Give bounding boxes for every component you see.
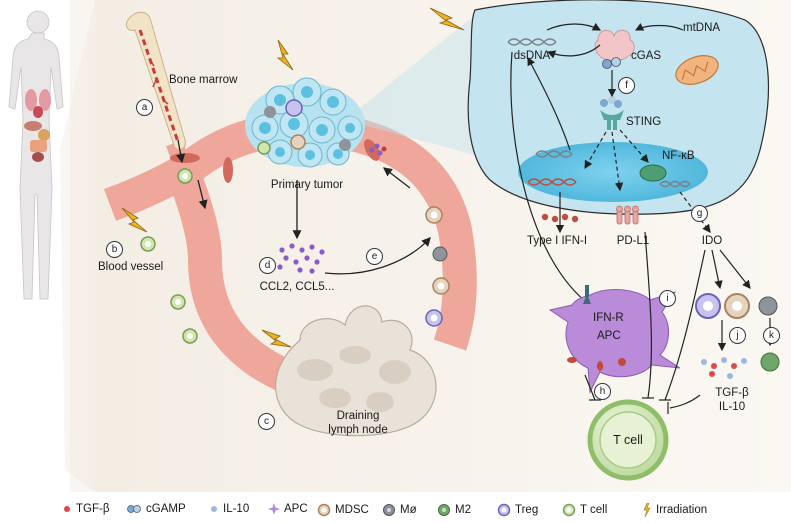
sting-label: STING [626, 116, 662, 128]
legend-item-mdsc: MDSC [317, 503, 369, 517]
nfkb-dna-icon [659, 180, 691, 188]
lightning-icon [643, 502, 651, 518]
arrow-to-tumor [382, 167, 411, 189]
step-i-marker: i [659, 290, 676, 307]
legend-item-m2: M2 [437, 503, 471, 517]
cgas-enzyme-icon [594, 29, 635, 61]
step-a-marker: a [136, 99, 153, 116]
apc-label: APC [597, 330, 621, 342]
primary-tumor-label: Primary tumor [270, 179, 344, 191]
legend-item-irradiation: Irradiation [642, 502, 707, 518]
il10-label: IL-10 [718, 401, 746, 413]
draining-lymph-node [275, 305, 437, 437]
il10-dot-icon [211, 505, 217, 512]
legend: TGF-β cGAMP IL-10 APC MDSC Mø M2 Treg T … [0, 500, 791, 522]
legend-item-il10: IL-10 [209, 503, 249, 515]
step-f-marker: f [618, 77, 635, 94]
lymph-node-label-line2: lymph node [328, 424, 388, 436]
legend-item-cgamp: cGAMP [126, 503, 186, 515]
step-j-marker: j [729, 327, 746, 344]
legend-item-apc: APC [268, 503, 308, 515]
step-b-marker: b [106, 241, 123, 258]
apc-star-icon [268, 503, 280, 515]
t-cell-icon [587, 399, 669, 481]
tumor-purple-dots [369, 143, 387, 156]
nuclear-dna-icon [535, 150, 573, 158]
cgamp-icon [127, 505, 141, 513]
tcell-icon [562, 503, 576, 517]
pdl1-label: PD-L1 [616, 235, 650, 247]
sting-protein-icon [600, 96, 624, 130]
legend-item-macrophage: Mø [382, 503, 417, 517]
chemokine-dots [277, 243, 325, 274]
step-e-marker: e [366, 248, 383, 265]
primary-tumor [245, 77, 365, 168]
arrow-vessel-down [197, 179, 208, 210]
mdsc-ring-icon [317, 503, 331, 517]
legend-item-tcell: T cell [562, 503, 607, 517]
nfkb-icon [639, 164, 667, 182]
vessel-opening-left [223, 157, 233, 183]
ifn-dots [541, 213, 579, 223]
background-fade [70, 0, 95, 492]
vessel-opening-top [170, 153, 200, 163]
step-h-marker: h [594, 383, 611, 400]
organs-icon [24, 89, 51, 162]
tcell-label: T cell [613, 433, 643, 447]
magnify-cone [60, 0, 95, 492]
tgfb-label: TGF-β [715, 387, 749, 399]
arrow-marrow-vessel [176, 139, 186, 164]
dsdna-label: dsDNA [513, 50, 551, 62]
legend-item-treg: Treg [497, 503, 538, 517]
step-g-marker: g [691, 205, 708, 222]
legend-item-tgfb: TGF-β [62, 503, 109, 515]
m2-icon [438, 504, 450, 516]
type1-ifn-label: Type I IFN-I [526, 235, 588, 247]
tgfb-dot-icon [64, 505, 70, 512]
blood-vessel-label: Blood vessel [98, 261, 164, 273]
mtdna-label: mtDNA [683, 22, 721, 34]
step-k-marker: k [763, 327, 780, 344]
bone-marrow-icon [125, 11, 186, 151]
pdl1-icon [616, 205, 639, 225]
chemokine-label: CCL2, CCL5... [259, 281, 335, 293]
step-c-marker: c [258, 413, 275, 430]
lymph-node-label-line1: Draining [336, 410, 380, 422]
mitochondria-icon [675, 55, 719, 85]
cgamp-icon [602, 57, 621, 69]
pathway-arrows [510, 22, 711, 306]
step-d-marker: d [259, 257, 276, 274]
nuclear-dna-red-icon [527, 178, 577, 186]
irradiation-lightning-icons [121, 7, 465, 348]
treg-mdsc-group [695, 293, 780, 372]
dsdna-helix-icon [507, 38, 557, 46]
inhibition-lines [584, 231, 706, 414]
tgfb-il10-dots [701, 357, 747, 379]
arrow-chemokine-vessel [324, 237, 431, 275]
treg-icon [497, 503, 511, 517]
bone-marrow-label: Bone marrow [169, 74, 238, 86]
cgas-label: cGAS [631, 50, 662, 62]
zoom-cone [345, 15, 475, 155]
vessel-t-cells [140, 168, 450, 344]
nfkb-label: NF-κB [662, 150, 695, 162]
ifnr-label: IFN-R [593, 312, 624, 324]
ido-label: IDO [701, 235, 723, 247]
macrophage-icon [383, 504, 395, 516]
